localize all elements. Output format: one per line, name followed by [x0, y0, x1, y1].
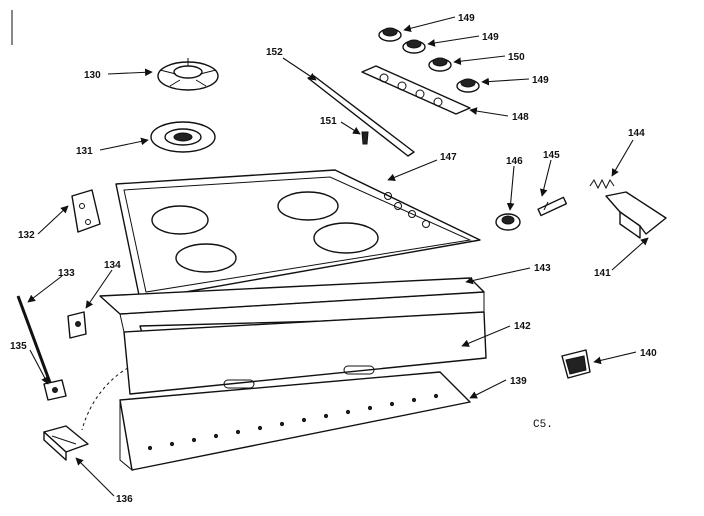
control-knob-part [378, 27, 480, 93]
callout-142: 142 [514, 321, 531, 332]
callout-133: 133 [58, 268, 75, 279]
orifice-part [537, 196, 568, 217]
side-bracket-part [71, 189, 101, 233]
control-panel-bezel-part [361, 65, 471, 115]
lower-panel-part [119, 371, 471, 472]
callout-147: 147 [440, 152, 457, 163]
hinge-block-part [43, 425, 89, 461]
callout-148: 148 [512, 112, 529, 123]
callout-131: 131 [76, 146, 93, 157]
callout-149-top: 149 [458, 13, 475, 24]
spring-part [589, 178, 615, 190]
callout-135: 135 [10, 341, 27, 352]
retaining-clip-part [67, 311, 87, 339]
mounting-bracket-part [605, 191, 667, 239]
callout-144: 144 [628, 128, 645, 139]
valve-knob-part [495, 213, 521, 231]
callout-145: 145 [543, 150, 560, 161]
assembly-path [81, 367, 129, 431]
drip-pan-part [150, 121, 216, 153]
callout-149-second: 149 [482, 32, 499, 43]
callout-132: 132 [18, 230, 35, 241]
spring-clip-part [561, 349, 591, 379]
callout-150: 150 [508, 52, 525, 63]
front-trim-part [123, 311, 487, 395]
pivot-part [43, 379, 67, 401]
diagram-code: C5. [533, 419, 553, 431]
callout-139: 139 [510, 376, 527, 387]
callout-151: 151 [320, 116, 337, 127]
leader-arrows [27, 16, 649, 497]
callout-130: 130 [84, 70, 101, 81]
callout-143: 143 [534, 263, 551, 274]
callout-146: 146 [506, 156, 523, 167]
callout-136: 136 [116, 494, 133, 505]
vent-holes [147, 393, 439, 451]
callout-152: 152 [266, 47, 283, 58]
burner-spider-part [157, 58, 219, 91]
callout-134: 134 [104, 260, 121, 271]
callout-labels: 149 149 150 149 148 130 152 151 131 147 … [10, 13, 657, 505]
screw-part [361, 131, 369, 145]
cooktop-part [115, 169, 481, 301]
support-rod-part [16, 295, 54, 389]
callout-149-third: 149 [532, 75, 549, 86]
callout-141: 141 [594, 268, 611, 279]
callout-140: 140 [640, 348, 657, 359]
